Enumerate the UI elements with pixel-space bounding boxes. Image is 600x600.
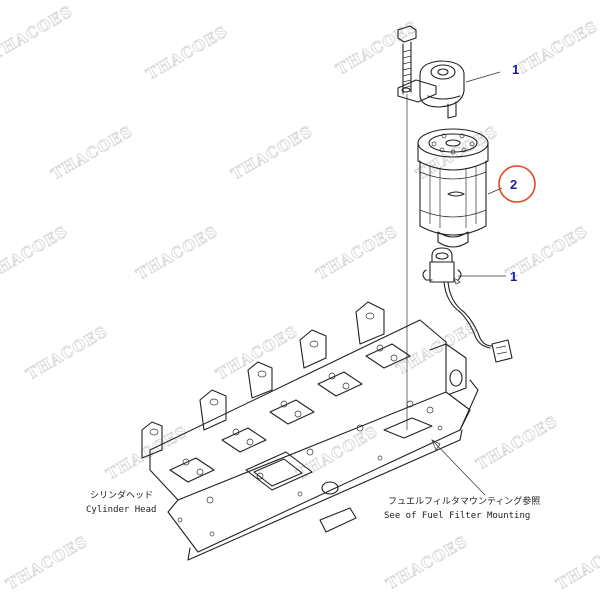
cylinder-head bbox=[141, 301, 479, 561]
label-cylinder-head-jp: シリンダヘッド bbox=[90, 489, 153, 501]
label-cylinder-head-en: Cylinder Head bbox=[86, 505, 156, 515]
watermark: THACOES bbox=[133, 222, 221, 283]
watermark: THACOES bbox=[228, 122, 316, 183]
label-fuel-filter-mounting-jp: フュエルフィルタマウンティング参照 bbox=[388, 495, 540, 507]
watermark: THACOES bbox=[103, 422, 191, 483]
bolt-heads bbox=[177, 344, 443, 537]
watermark: THACOES bbox=[143, 22, 231, 83]
watermark: THACOES bbox=[213, 322, 301, 383]
watermark: THACOES bbox=[313, 222, 401, 283]
watermark: THACOES bbox=[473, 412, 561, 473]
fuel-sensor bbox=[422, 247, 513, 363]
fuel-filter-cartridge bbox=[417, 128, 489, 248]
watermark: THACOES bbox=[553, 532, 600, 593]
callout-number[interactable]: 2 bbox=[510, 177, 517, 192]
callout-number[interactable]: 1 bbox=[512, 62, 519, 77]
label-fuel-filter-mounting-en: See of Fuel Filter Mounting bbox=[384, 511, 530, 521]
watermark: THACOES bbox=[0, 2, 76, 63]
callout-leaders bbox=[431, 71, 506, 496]
watermark: THACOES bbox=[383, 532, 471, 593]
valve-group bbox=[169, 343, 411, 483]
callout-number[interactable]: 1 bbox=[510, 269, 517, 284]
watermark: THACOES bbox=[0, 222, 71, 283]
watermark: THACOES bbox=[48, 122, 136, 183]
watermark: THACOES bbox=[513, 17, 600, 78]
callout-highlight-ring bbox=[498, 165, 536, 203]
fuel-filter-head bbox=[397, 60, 465, 119]
watermark: THACOES bbox=[23, 322, 111, 383]
watermark: THACOES bbox=[3, 532, 91, 593]
